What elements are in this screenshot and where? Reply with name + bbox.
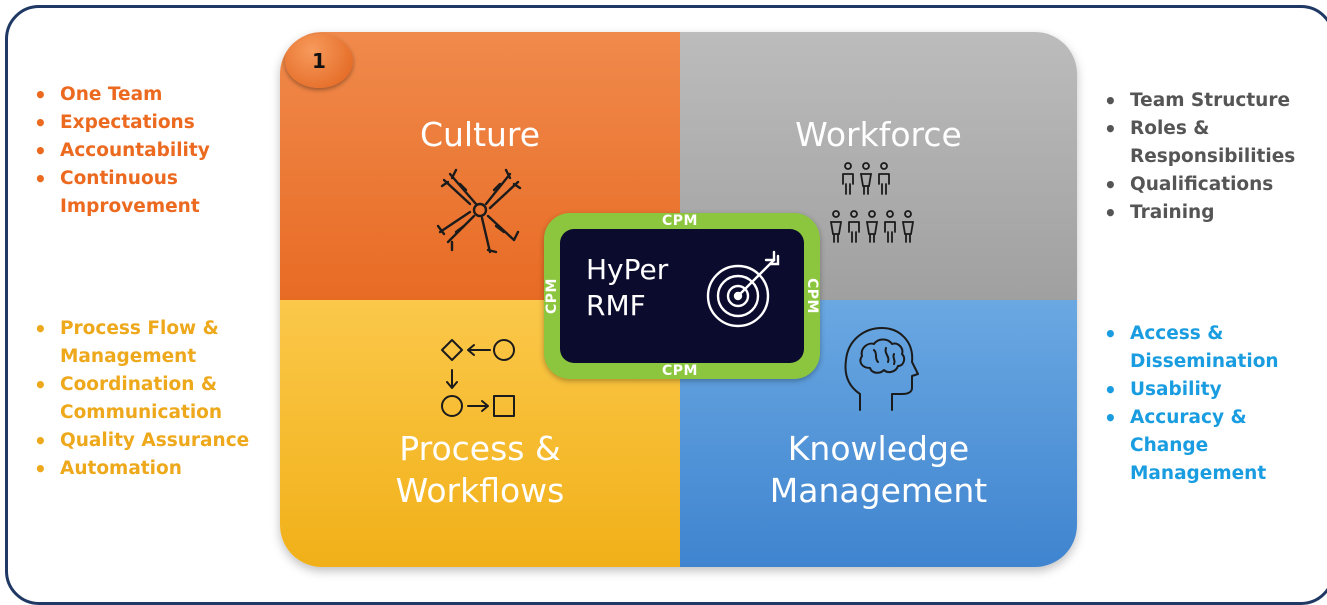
- hyper-rmf-title-line-2: RMF: [586, 289, 646, 322]
- quadrant-number-badge: 1: [285, 34, 353, 88]
- bullet-item: Coordination & Communication: [30, 371, 270, 427]
- bullet-item: Continuous Improvement: [30, 165, 260, 221]
- bullet-item: Usability: [1100, 376, 1320, 404]
- people-group-icon: [829, 162, 915, 243]
- hyper-rmf-panel: [560, 229, 804, 363]
- bullet-item: Training: [1100, 199, 1327, 227]
- bullet-item: Access & Dissemination: [1100, 320, 1320, 376]
- cpm-label-top: CPM: [662, 213, 698, 229]
- quadrant-title: Culture: [419, 115, 541, 154]
- quadrant-title: Workforce: [795, 115, 962, 154]
- bullet-item: Qualifications: [1100, 171, 1327, 199]
- bullet-item: Automation: [30, 455, 270, 483]
- quadrant-title-line-1: Knowledge: [787, 429, 970, 468]
- process-flow-icon: [441, 339, 515, 417]
- quadrant-title-line-2: Workflows: [395, 471, 565, 510]
- cpm-label-left: CPM: [544, 278, 560, 314]
- culture-list: One TeamExpectationsAccountabilityContin…: [30, 81, 260, 221]
- hands-together-icon: [436, 168, 522, 254]
- target-arrow-icon: [706, 250, 780, 328]
- brain-head-icon: [844, 327, 919, 411]
- bullet-item: Accountability: [30, 137, 260, 165]
- process-list: Process Flow & ManagementCoordination & …: [30, 315, 270, 483]
- bullet-item: Process Flow & Management: [30, 315, 270, 371]
- bullet-item: Expectations: [30, 109, 260, 137]
- bullet-item: Team Structure: [1100, 87, 1327, 115]
- bullet-item: One Team: [30, 81, 260, 109]
- bullet-item: Quality Assurance: [30, 427, 270, 455]
- bullet-item: Roles & Responsibilities: [1100, 115, 1327, 171]
- bullet-item: Accuracy & Change Management: [1100, 404, 1320, 488]
- quadrant-title-line-2: Management: [769, 471, 988, 510]
- quadrant-title-line-1: Process &: [399, 429, 561, 468]
- knowledge-list: Access & DisseminationUsabilityAccuracy …: [1100, 320, 1320, 488]
- cpm-label-bottom: CPM: [662, 363, 698, 379]
- workforce-list: Team StructureRoles & ResponsibilitiesQu…: [1100, 87, 1327, 227]
- cpm-label-right: CPM: [804, 278, 820, 314]
- quadrant-matrix: 1 Culture 2 Workforce: [280, 32, 1077, 567]
- hyper-rmf-title: HyPer RMF: [586, 252, 668, 324]
- hyper-rmf-title-line-1: HyPer: [586, 253, 669, 286]
